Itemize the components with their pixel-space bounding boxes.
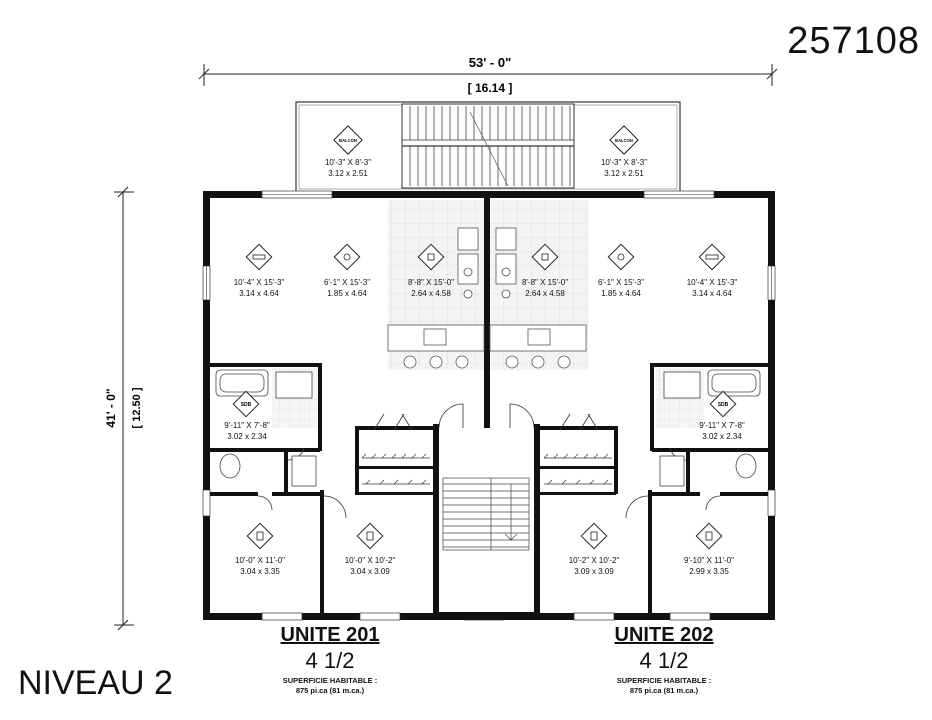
room-dim-metric: 1.85 x 4.64: [601, 289, 641, 298]
room-dim-metric: 3.04 x 3.09: [350, 567, 390, 576]
sofa-icon: [698, 243, 726, 271]
balcony-dim: 10'-3" X 8'-3": [325, 158, 371, 167]
closets: [361, 453, 612, 485]
room-dim: 6'-1" X 15'-3": [598, 278, 644, 287]
room-dim: 6'-1" X 15'-3": [324, 278, 370, 287]
width-dimension-line: [198, 64, 778, 86]
bed-icon: [580, 522, 608, 550]
room-dim-metric: 2.99 x 3.35: [689, 567, 729, 576]
dining-icon: [333, 243, 361, 271]
balcony-tag-icon: BALCON: [333, 125, 363, 155]
room-dim-metric: 2.64 x 4.58: [525, 289, 565, 298]
unit-202-area-value: 875 pi.ca (81 m.ca.): [629, 686, 699, 695]
kitchen-fixtures: [387, 227, 587, 369]
level-label: NIVEAU 2: [18, 664, 173, 702]
balcony-dim-metric: 3.12 x 2.51: [604, 169, 644, 178]
room-dim-metric: 3.14 x 4.64: [692, 289, 732, 298]
room-dim-metric: 3.09 x 3.09: [574, 567, 614, 576]
exterior-stair: [401, 103, 575, 189]
room-dim-metric: 3.14 x 4.64: [239, 289, 279, 298]
bathroom-tag: SDB: [241, 402, 252, 408]
bed-icon: [695, 522, 723, 550]
unit-201-area-value: 875 pi.ca (81 m.ca.): [295, 686, 365, 695]
bathroom-tag-icon: SDB: [709, 390, 737, 418]
sofa-icon: [245, 243, 273, 271]
doors: [257, 403, 721, 519]
unit-202-title: UNITE 202: [614, 624, 714, 646]
room-dim: 9'-10" X 11'-0": [684, 556, 734, 565]
depth-dimension-line: [114, 186, 134, 631]
unit-201-title: UNITE 201: [280, 624, 380, 646]
balcony-dim-metric: 3.12 x 2.51: [328, 169, 368, 178]
room-dim: 10'-2" X 10'-2": [569, 556, 620, 565]
plan-number: 257108: [787, 20, 920, 62]
room-dim-metric: 3.04 x 3.35: [240, 567, 280, 576]
balcony-dim: 10'-3" X 8'-3": [601, 158, 647, 167]
kitchen-icon: [531, 243, 559, 271]
balcony-tag: BALCON: [615, 138, 633, 143]
depth-metric-label: [ 12.50 ]: [131, 387, 143, 428]
unit-201-type: 4 1/2: [305, 648, 355, 673]
depth-imperial-label: 41' - 0": [104, 388, 118, 427]
exterior-walls: [203, 191, 775, 620]
room-dim: 9'-11" X 7'-8": [699, 421, 745, 430]
room-dim-metric: 3.02 x 2.34: [227, 432, 267, 441]
width-metric-label: [ 16.14 ]: [468, 81, 513, 95]
unit-202-area-label: SUPERFICIE HABITABLE :: [616, 676, 712, 685]
room-dim: 10'-0" X 10'-2": [345, 556, 396, 565]
room-dim: 10'-4" X 15'-3": [234, 278, 285, 287]
width-imperial-label: 53' - 0": [469, 55, 512, 70]
balcony-tag-icon: BALCON: [609, 125, 639, 155]
room-dim: 8'-8" X 15'-0": [522, 278, 568, 287]
room-dim: 9'-11" X 7'-8": [224, 421, 270, 430]
bathroom-fixtures: [215, 369, 761, 487]
unit-201-area: SUPERFICIE HABITABLE : 875 pi.ca (81 m.c…: [240, 676, 420, 696]
room-dim-metric: 3.02 x 2.34: [702, 432, 742, 441]
bed-icon: [246, 522, 274, 550]
room-dim: 10'-0" X 11'-0": [235, 556, 285, 565]
unit-202-area: SUPERFICIE HABITABLE : 875 pi.ca (81 m.c…: [574, 676, 754, 696]
room-dim: 8'-8" X 15'-0": [408, 278, 454, 287]
bathroom-tag: SDB: [718, 402, 729, 408]
balcony-tag: BALCON: [339, 138, 357, 143]
dining-icon: [607, 243, 635, 271]
room-dim: 10'-4" X 15'-3": [687, 278, 738, 287]
interior-walls: [210, 198, 768, 620]
unit-202-type: 4 1/2: [639, 648, 689, 673]
bed-icon: [356, 522, 384, 550]
kitchen-icon: [417, 243, 445, 271]
room-dim-metric: 2.64 x 4.58: [411, 289, 451, 298]
interior-stair: [442, 477, 530, 551]
bathroom-tag-icon: SDB: [232, 390, 260, 418]
room-dim-metric: 1.85 x 4.64: [327, 289, 367, 298]
unit-201-area-label: SUPERFICIE HABITABLE :: [282, 676, 378, 685]
